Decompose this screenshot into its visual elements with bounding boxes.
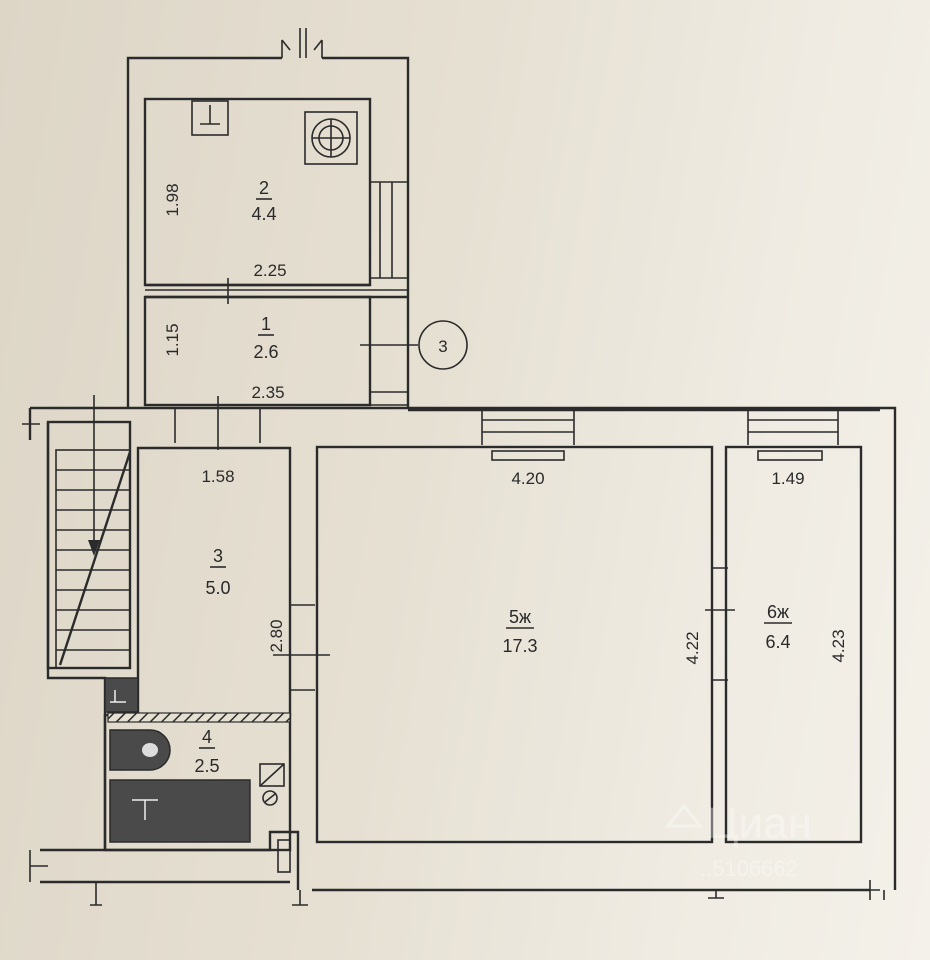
room-3-number: 3 xyxy=(213,546,223,566)
watermark-brand: Циан xyxy=(706,799,812,848)
room-2-label: 2 4.4 xyxy=(251,178,276,224)
room-3-area: 5.0 xyxy=(205,578,230,598)
room-3-label: 3 5.0 xyxy=(205,546,230,598)
room-2 xyxy=(143,97,408,287)
left-break-mark xyxy=(29,850,48,882)
room-6 xyxy=(724,410,863,844)
room-6-number: 6ж xyxy=(767,602,789,622)
watermark: Циан ..5106662 xyxy=(664,799,812,881)
dim-room-5-height: 4.22 xyxy=(683,631,702,664)
dim-room-6-width: 1.49 xyxy=(771,469,804,488)
room-5-area: 17.3 xyxy=(502,636,537,656)
bathtub-icon xyxy=(109,779,251,843)
room-2-area: 4.4 xyxy=(251,204,276,224)
room-6-label: 6ж 6.4 xyxy=(764,602,792,652)
boiler-icon xyxy=(304,111,358,165)
room-1-number: 1 xyxy=(261,314,271,334)
window-room-5 xyxy=(481,410,575,445)
room-5 xyxy=(315,410,735,844)
room-1-area: 2.6 xyxy=(253,342,278,362)
sink-icon xyxy=(191,100,229,136)
marker-3 xyxy=(418,320,468,370)
dim-room-1-width: 2.35 xyxy=(251,383,284,402)
marker-label: 3 xyxy=(438,337,447,356)
dim-room-2-height: 1.98 xyxy=(163,183,182,216)
outer-walls xyxy=(22,28,897,906)
room-4-number: 4 xyxy=(202,727,212,747)
hatched-wall xyxy=(107,712,291,723)
washbasin-icon xyxy=(109,729,171,771)
top-break-mark xyxy=(281,28,301,58)
dim-room-5-width: 4.20 xyxy=(511,469,544,488)
room-4 xyxy=(103,677,292,873)
room-2-number: 2 xyxy=(259,178,269,198)
staircase xyxy=(46,395,132,670)
room-1-label: 1 2.6 xyxy=(253,314,278,362)
watermark-logo-icon xyxy=(664,803,704,828)
room-4-area: 2.5 xyxy=(194,756,219,776)
toilet-icon xyxy=(104,677,139,713)
room-5-number: 5ж xyxy=(509,607,531,627)
window-room-6 xyxy=(747,410,839,445)
dim-room-3-width: 1.58 xyxy=(201,467,234,486)
room-3 xyxy=(136,446,330,717)
room-5-label: 5ж 17.3 xyxy=(502,607,537,656)
dim-room-6-height: 4.23 xyxy=(829,629,848,662)
window-room-2 xyxy=(370,181,408,279)
room-4-label: 4 2.5 xyxy=(194,727,219,776)
dim-room-3-height: 2.80 xyxy=(267,619,286,652)
room-6-area: 6.4 xyxy=(765,632,790,652)
heater-icon xyxy=(259,763,285,787)
dim-room-1-height: 1.15 xyxy=(163,323,182,356)
room-1 xyxy=(143,295,418,407)
watermark-code: ..5106662 xyxy=(700,856,798,881)
dim-room-2-width: 2.25 xyxy=(253,261,286,280)
